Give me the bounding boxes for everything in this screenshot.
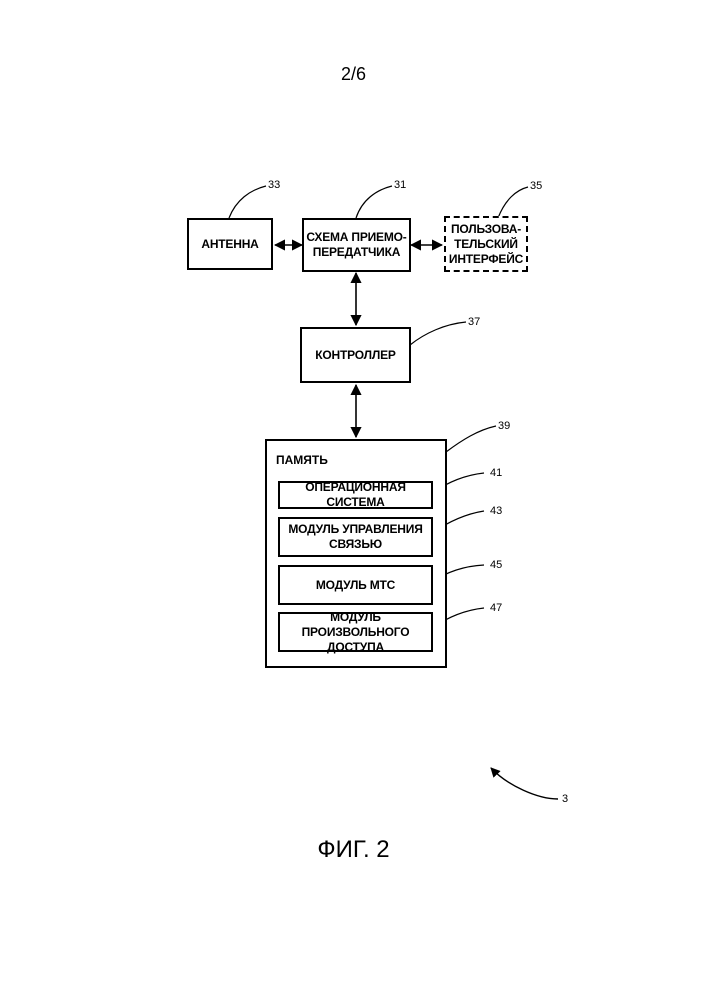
ref-45: 45 <box>490 559 502 571</box>
controller-label: КОНТРОЛЛЕР <box>315 348 395 363</box>
module-comm-label-line1: МОДУЛЬ УПРАВЛЕНИЯ <box>288 522 422 537</box>
module-ra-label-line2: ДОСТУПА <box>280 640 431 655</box>
antenna-label: АНТЕННА <box>201 237 258 252</box>
module-random-access: МОДУЛЬ ПРОИЗВОЛЬНОГО ДОСТУПА <box>278 612 433 652</box>
module-communication-control: МОДУЛЬ УПРАВЛЕНИЯ СВЯЗЬЮ <box>278 517 433 557</box>
user-interface-block: ПОЛЬЗОВА- ТЕЛЬСКИЙ ИНТЕРФЕЙС <box>444 216 528 272</box>
module-mtc: МОДУЛЬ МТС <box>278 565 433 605</box>
leader-35 <box>498 187 528 218</box>
device-ref-arrow <box>491 768 558 799</box>
antenna-block: АНТЕННА <box>187 218 273 270</box>
controller-block: КОНТРОЛЛЕР <box>300 327 411 383</box>
ref-47: 47 <box>490 602 502 614</box>
figure-caption: ФИГ. 2 <box>0 836 707 864</box>
module-mtc-label: МОДУЛЬ МТС <box>316 578 395 593</box>
user-interface-label-line3: ИНТЕРФЕЙС <box>449 252 523 267</box>
transceiver-block: СХЕМА ПРИЕМО- ПЕРЕДАТЧИКА <box>302 218 411 272</box>
leader-31 <box>356 186 392 218</box>
transceiver-label-line1: СХЕМА ПРИЕМО- <box>306 230 406 245</box>
user-interface-label-line2: ТЕЛЬСКИЙ <box>449 237 523 252</box>
transceiver-label-line2: ПЕРЕДАТЧИКА <box>306 245 406 260</box>
module-os-label: ОПЕРАЦИОННАЯ СИСТЕМА <box>280 480 431 510</box>
ref-3: 3 <box>562 793 568 805</box>
module-ra-label-line1: МОДУЛЬ ПРОИЗВОЛЬНОГО <box>280 610 431 640</box>
leader-39 <box>446 426 496 452</box>
ref-35: 35 <box>530 180 542 192</box>
memory-title: ПАМЯТЬ <box>276 453 328 467</box>
user-interface-label-line1: ПОЛЬЗОВА- <box>449 222 523 237</box>
leader-33 <box>229 186 266 218</box>
ref-37: 37 <box>468 316 480 328</box>
leader-37 <box>410 322 466 345</box>
ref-43: 43 <box>490 505 502 517</box>
ref-33: 33 <box>268 179 280 191</box>
ref-39: 39 <box>498 420 510 432</box>
module-comm-label-line2: СВЯЗЬЮ <box>288 537 422 552</box>
module-operating-system: ОПЕРАЦИОННАЯ СИСТЕМА <box>278 481 433 509</box>
ref-41: 41 <box>490 467 502 479</box>
ref-31: 31 <box>394 179 406 191</box>
